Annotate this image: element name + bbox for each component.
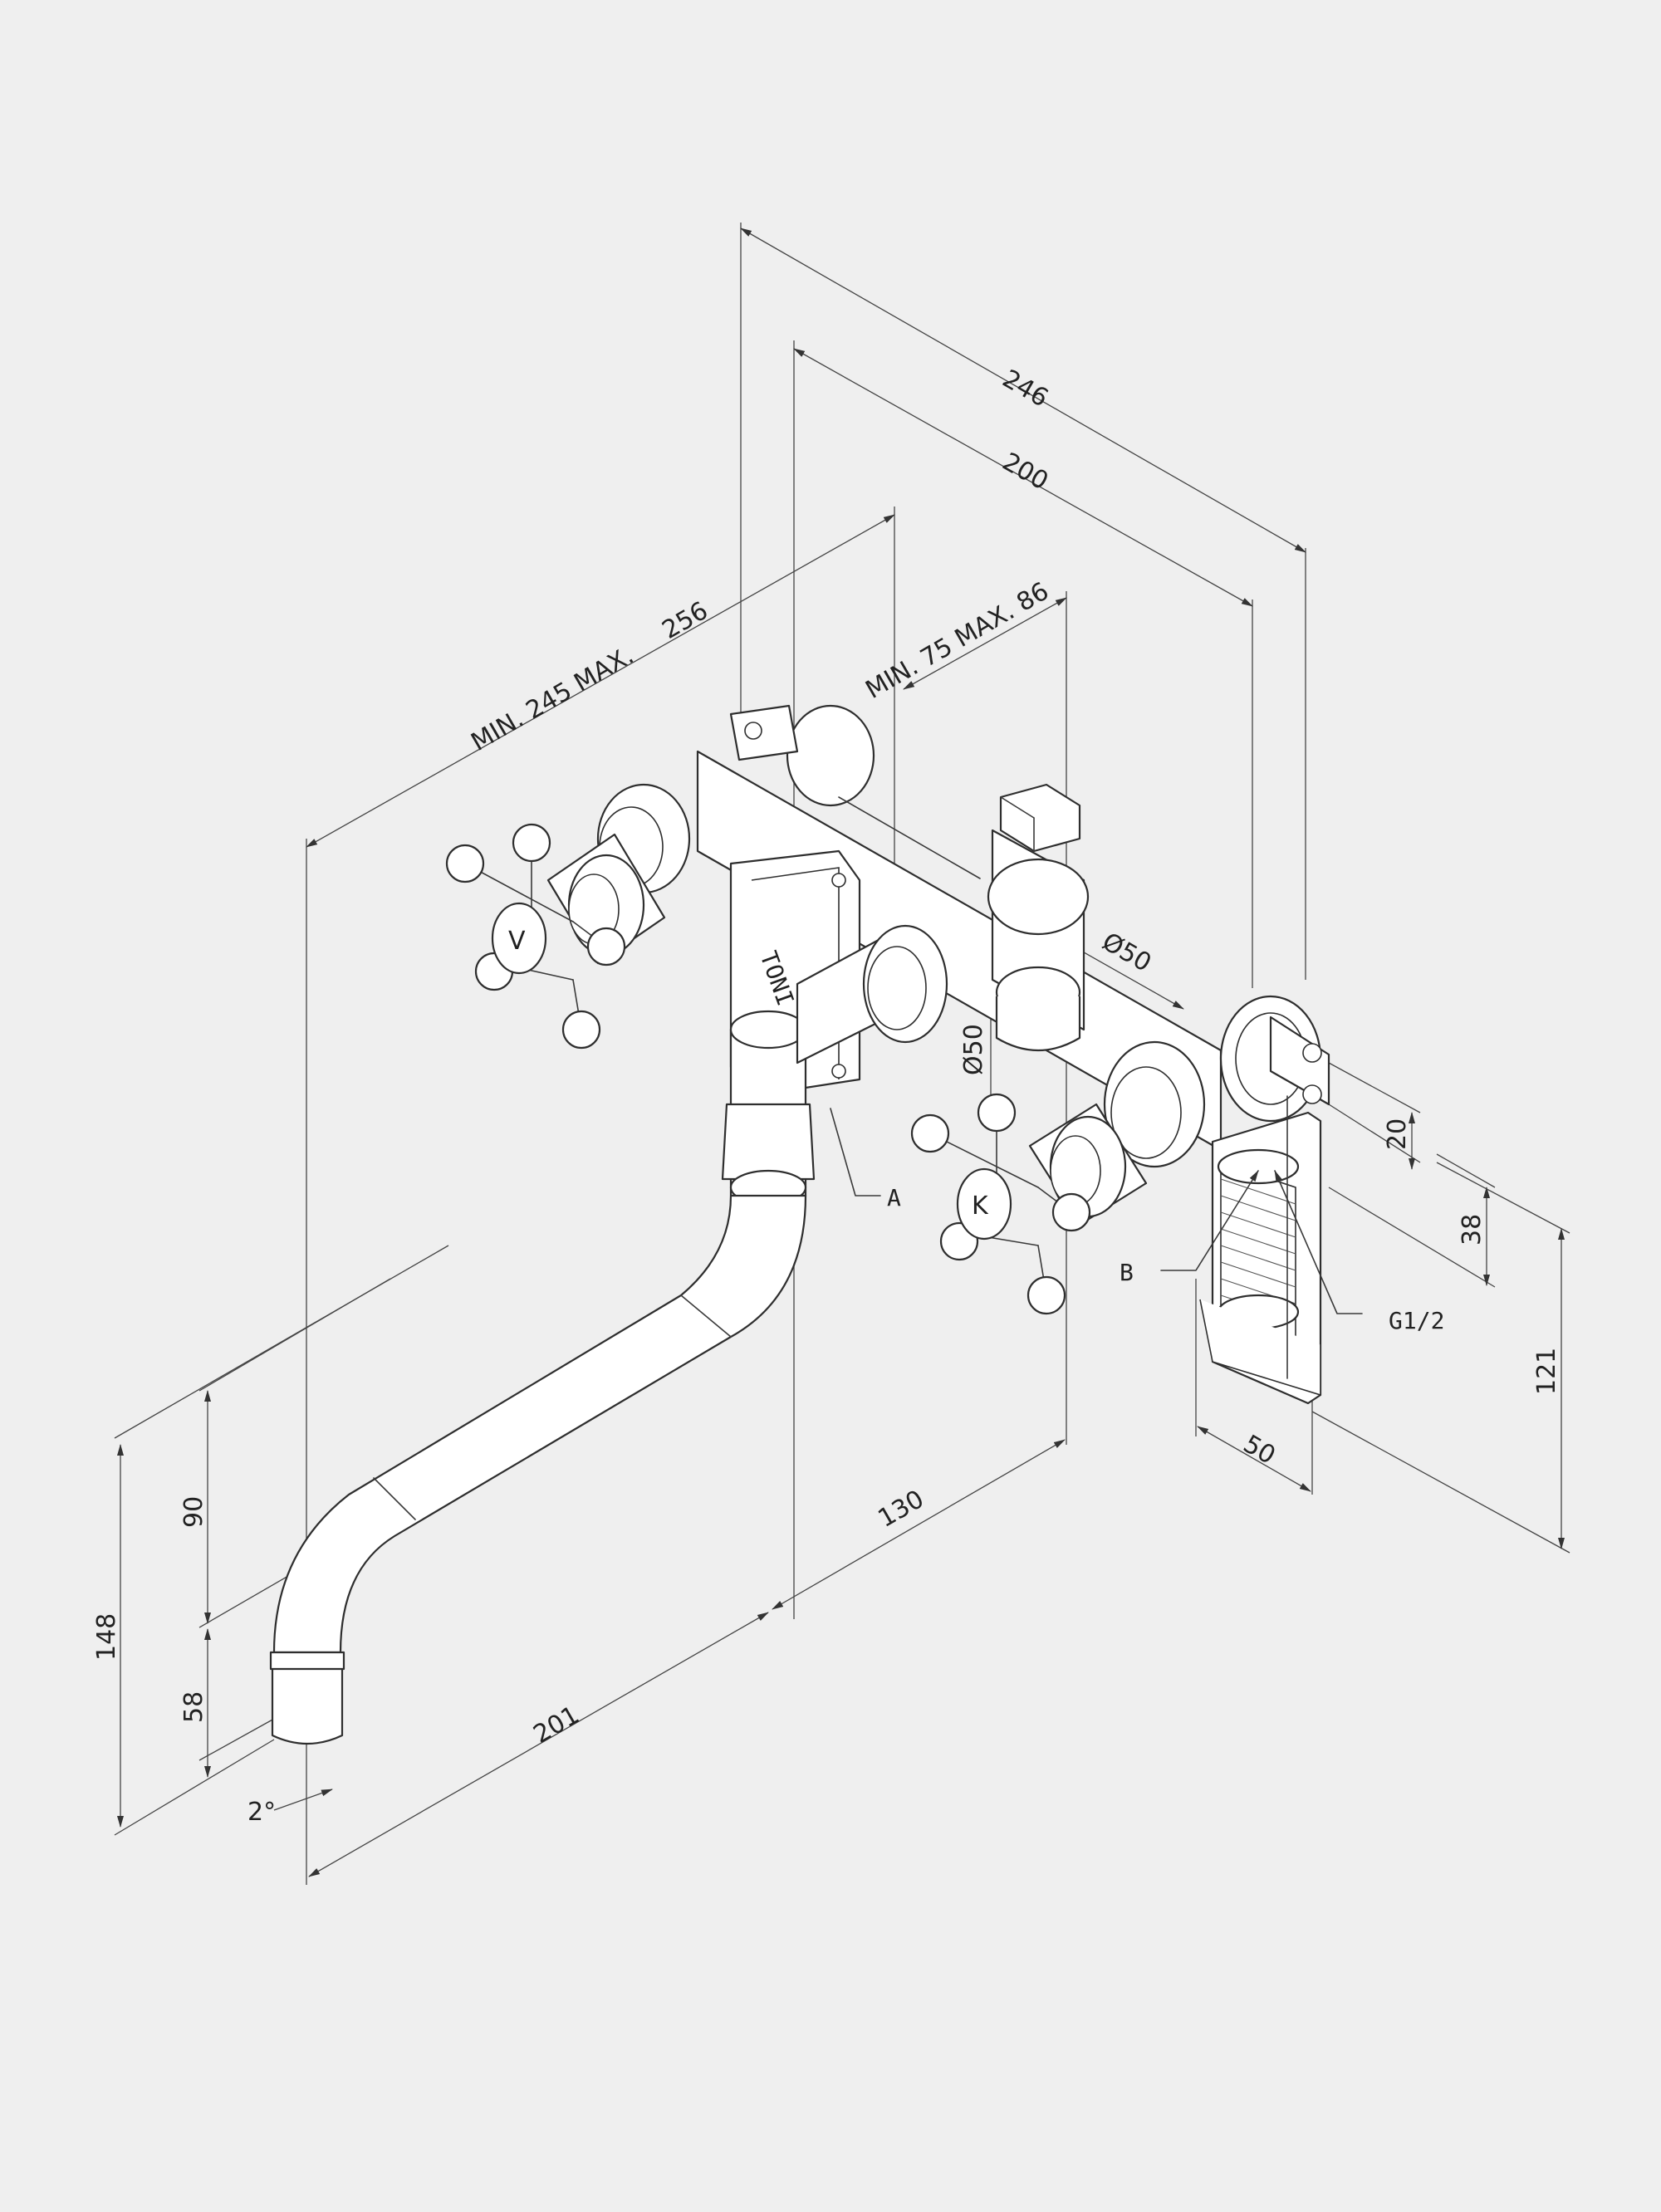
dim-50-bracket: 50 [1238, 1430, 1281, 1471]
right-handle-mark: K [972, 1192, 989, 1221]
dim-256: 256 [658, 596, 713, 645]
dim-75-86: MIN. 75 MAX. 86 [861, 577, 1054, 705]
dim-200: 200 [997, 448, 1053, 497]
callout-thread: G1/2 [1389, 1307, 1444, 1334]
right-valve: K [910, 1093, 1148, 1315]
dim-245-range: MIN. 245 MAX. [467, 641, 639, 757]
left-valve: V [445, 823, 666, 1050]
left-handle-mark: V [508, 927, 526, 956]
callout-b: B [1120, 1259, 1134, 1286]
dim-90: 90 [179, 1496, 208, 1528]
dim-246: 246 [997, 365, 1053, 414]
callout-a: A [887, 1184, 901, 1211]
dimension-lines [114, 223, 1570, 1885]
dim-121: 121 [1532, 1348, 1561, 1395]
spout [269, 928, 899, 1745]
callout-labels: A B G1/2 [887, 1184, 1444, 1334]
dim-148: 148 [92, 1613, 121, 1661]
dim-diameter-top: Ø50 [1097, 927, 1156, 978]
dim-diameter-side: Ø50 [959, 1024, 988, 1075]
wall-bracket-right [1199, 1015, 1330, 1405]
dim-58: 58 [179, 1691, 208, 1723]
dim-2-degree: 2° [247, 1798, 276, 1827]
dim-201: 201 [529, 1701, 585, 1750]
callout-leaders [830, 1108, 1363, 1314]
dim-38: 38 [1458, 1214, 1487, 1245]
dim-20: 20 [1383, 1118, 1412, 1150]
dim-130: 130 [874, 1485, 929, 1534]
middle-flanges [862, 924, 1206, 1168]
